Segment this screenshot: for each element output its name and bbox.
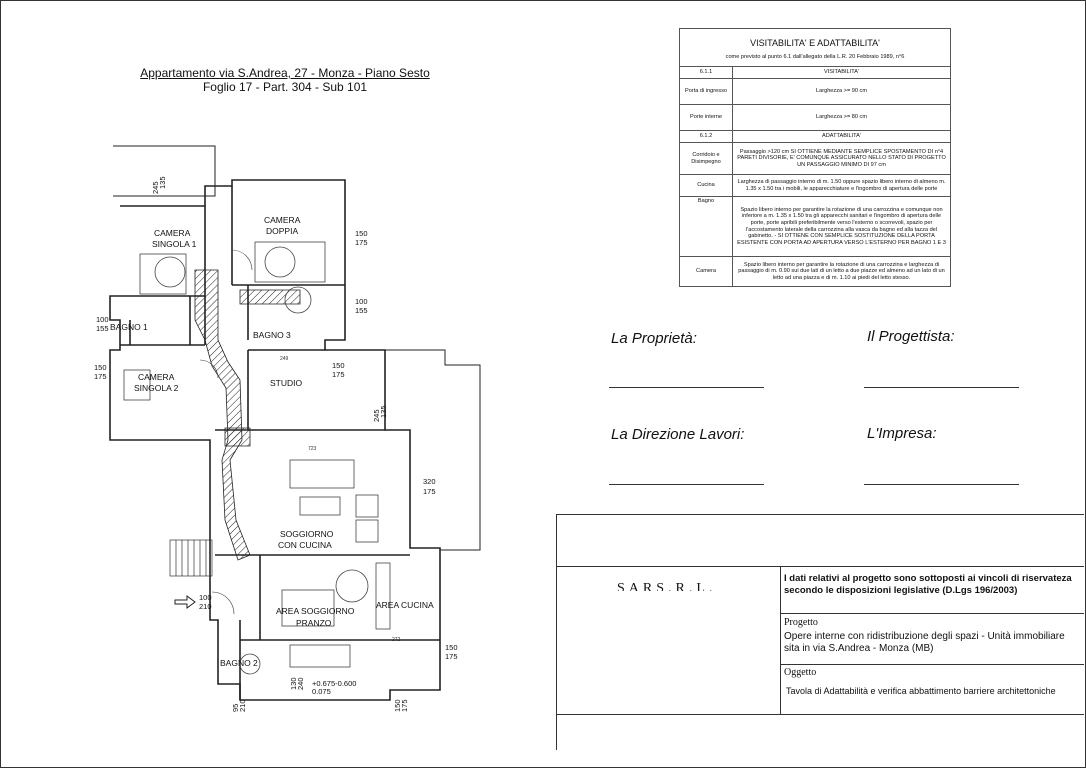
dim-d16: 175 (423, 487, 436, 496)
dim-d8: 155 (355, 306, 368, 315)
room-soggiorno-a: SOGGIORNO (280, 529, 334, 539)
room-area-cucina: AREA CUCINA (376, 600, 434, 610)
dim-d9: 150 (94, 363, 107, 372)
table-subheading: come previsto al punto 6.1 dall'allegato… (725, 54, 905, 60)
signature-progettista-label: Il Progettista: (867, 328, 955, 345)
signature-proprieta-label: La Proprietà: (611, 330, 697, 347)
table-heading-cell: VISITABILITA' E ADATTABILITA' come previ… (679, 28, 951, 67)
floor-plan: CAMERA SINGOLA 1 CAMERA DOPPIA BAGNO 1 B… (94, 145, 481, 712)
room-area-soggiorno-b: PRANZO (296, 618, 332, 628)
signature-progettista-line (864, 387, 1019, 388)
oggetto-text: Tavola di Adattabilità e verifica abbatt… (786, 686, 1056, 696)
dim-d14: 245 (372, 409, 381, 422)
dim-d22: 240 (296, 677, 305, 690)
table-row-text: ADATTABILITA' (732, 130, 951, 143)
table-row-label: Camera (679, 256, 733, 287)
room-camera-singola-1-a: CAMERA (154, 228, 191, 238)
outer-walls (109, 145, 481, 701)
table-row-text: Spazio libero interno per garantire la r… (732, 196, 951, 257)
signature-direzione-line (609, 484, 764, 485)
dim-d23: 95 (231, 704, 240, 712)
dim-d25: 150 (393, 699, 402, 712)
table-row-text: Larghezza >= 80 cm (732, 104, 951, 131)
table-row-text: Larghezza >= 90 cm (732, 78, 951, 105)
table-row-label: 6.1.2 (679, 130, 733, 143)
table-row-text: VISITABILITA' (732, 66, 951, 79)
signature-direzione-label: La Direzione Lavori: (611, 426, 745, 443)
signature-impresa-line (864, 484, 1019, 485)
dim-d17: 100 (199, 593, 212, 602)
accessibility-table: VISITABILITA' E ADATTABILITA' come previ… (679, 28, 951, 287)
dim-d10: 175 (94, 372, 107, 381)
dim-d1: 135 (158, 176, 167, 189)
dim-d3: 150 (355, 229, 368, 238)
room-studio: STUDIO (270, 378, 303, 388)
dim-d27: 723 (308, 446, 317, 452)
dim-d15: 320 (423, 477, 436, 486)
room-area-soggiorno-a: AREA SOGGIORNO (276, 606, 355, 616)
table-row-label: Porte interne (679, 104, 733, 131)
room-bagno-2: BAGNO 2 (220, 658, 258, 668)
door-swings (199, 249, 253, 615)
dim-d18: 210 (199, 602, 212, 611)
dim-d20: 175 (445, 652, 458, 661)
dim-d4: 175 (355, 238, 368, 247)
dim-d19: 150 (445, 643, 458, 652)
oggetto-label: Oggetto (784, 667, 817, 678)
dim-d11: 150 (332, 361, 345, 370)
table-row-text: Larghezza di passaggio interno di m. 1.5… (732, 174, 951, 197)
stairs (169, 539, 213, 577)
title-block: I dati relativi al progetto sono sottopo… (556, 514, 1084, 750)
dim-d7: 100 (355, 297, 368, 306)
dim-d13: 135 (379, 405, 388, 418)
dim-d29: 272 (392, 637, 401, 643)
table-row-label: Corridoio e Disimpegno (679, 142, 733, 175)
table-row-text: Spazio libero interno per garantire la r… (732, 256, 951, 287)
drawing-title: Appartamento via S.Andrea, 27 - Monza - … (120, 66, 450, 94)
room-camera-doppia-a: CAMERA (264, 215, 301, 225)
privacy-notice: I dati relativi al progetto sono sottopo… (784, 573, 1072, 596)
dim-d6: 155 (96, 324, 109, 333)
hatched-path (194, 269, 301, 561)
table-row-text: Passaggio >120 cm SI OTTIENE MEDIANTE SE… (732, 142, 951, 175)
dim-d2: 245 (151, 181, 160, 194)
room-camera-singola-1-b: SINGOLA 1 (152, 239, 197, 249)
dim-d24: 210 (238, 699, 247, 712)
room-soggiorno-b: CON CUCINA (278, 540, 332, 550)
dim-d12: 175 (332, 370, 345, 379)
room-camera-singola-2-a: CAMERA (138, 372, 175, 382)
signature-proprieta-line (609, 387, 764, 388)
title-line-1: Appartamento via S.Andrea, 27 - Monza - … (140, 66, 430, 80)
firm-logo: SARS.R.L. (617, 581, 717, 591)
room-bagno-1: BAGNO 1 (110, 322, 148, 332)
entrance-arrow-icon (174, 595, 196, 609)
signature-impresa-label: L'Impresa: (867, 425, 937, 442)
table-row-label: Bagno (679, 196, 733, 257)
title-line-2: Foglio 17 - Part. 304 - Sub 101 (202, 80, 368, 94)
room-camera-doppia-b: DOPPIA (266, 226, 298, 236)
dim-d28: 249 (280, 356, 289, 362)
level-1: +0.675-0.600 (312, 679, 356, 688)
table-heading: VISITABILITA' E ADATTABILITA' (750, 38, 880, 48)
table-row-label: 6.1.1 (679, 66, 733, 79)
dim-d21: 130 (289, 677, 298, 690)
room-camera-singola-2-b: SINGOLA 2 (134, 383, 179, 393)
room-bagno-3: BAGNO 3 (253, 330, 291, 340)
dim-d5: 100 (96, 315, 109, 324)
table-row-label: Cucina (679, 174, 733, 197)
progetto-text: Opere interne con ridistribuzione degli … (784, 631, 1065, 654)
level-2: 0.075 (312, 687, 331, 696)
progetto-label: Progetto (784, 617, 818, 628)
dim-d26: 175 (400, 699, 409, 712)
furniture (123, 241, 391, 675)
table-row-label: Porta di ingresso (679, 78, 733, 105)
